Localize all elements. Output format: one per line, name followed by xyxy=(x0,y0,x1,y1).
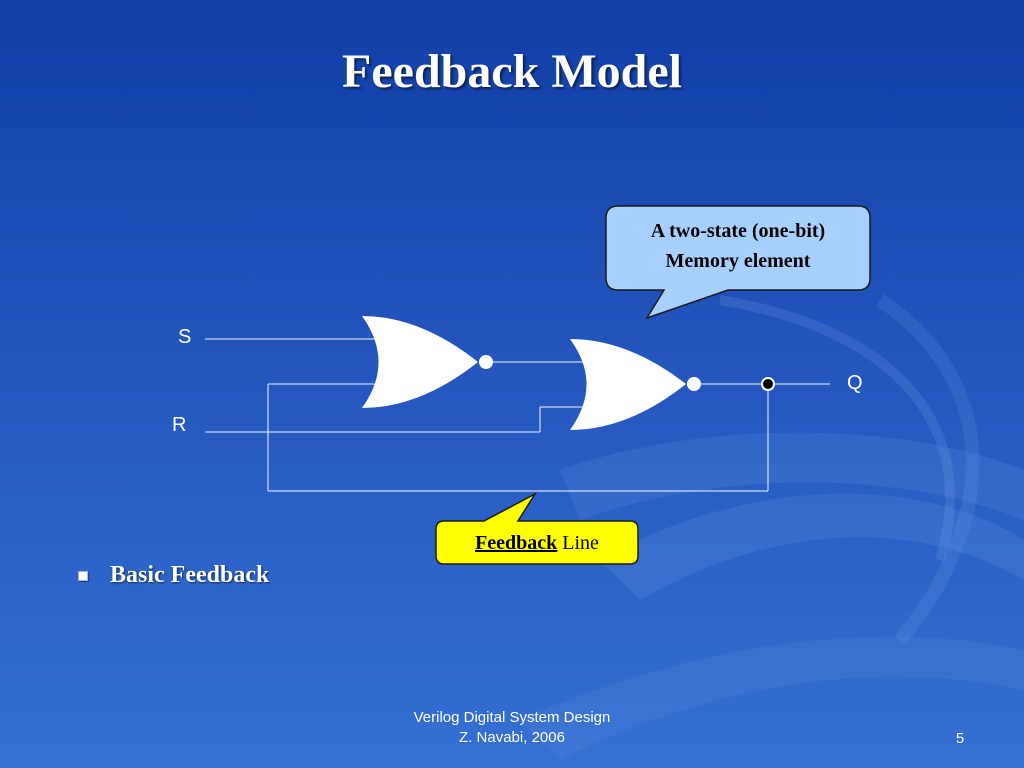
slide-title: Feedback Model xyxy=(342,45,682,98)
memory-callout-shape xyxy=(605,205,871,320)
input-label-s: S xyxy=(178,326,192,348)
memory-callout-line1: A two-state (one-bit) xyxy=(650,220,826,242)
bullet-text: Basic Feedback xyxy=(110,562,270,588)
memory-callout-text: A two-state (one-bit) Memory element xyxy=(606,216,870,276)
nor-gate-1 xyxy=(362,316,493,408)
page-number: 5 xyxy=(955,730,965,747)
feedback-callout-word2: Line xyxy=(562,532,599,554)
square-bullet-icon xyxy=(78,570,88,581)
feedback-callout-text: Feedback Line xyxy=(436,528,638,558)
junction-dot xyxy=(761,377,775,391)
memory-callout-line2: Memory element xyxy=(665,250,811,272)
feedback-callout-shape xyxy=(435,492,639,565)
input-label-r: R xyxy=(172,414,187,436)
footer-line-2: Z. Navabi, 2006 xyxy=(459,729,565,746)
bullet-item: Basic Feedback xyxy=(78,562,269,589)
nor-gate-2 xyxy=(570,339,701,430)
output-label-q: Q xyxy=(847,372,863,394)
slide-footer: Verilog Digital System Design Z. Navabi,… xyxy=(372,708,652,748)
feedback-callout-word1: Feedback xyxy=(475,532,558,554)
footer-line-1: Verilog Digital System Design xyxy=(413,709,611,726)
